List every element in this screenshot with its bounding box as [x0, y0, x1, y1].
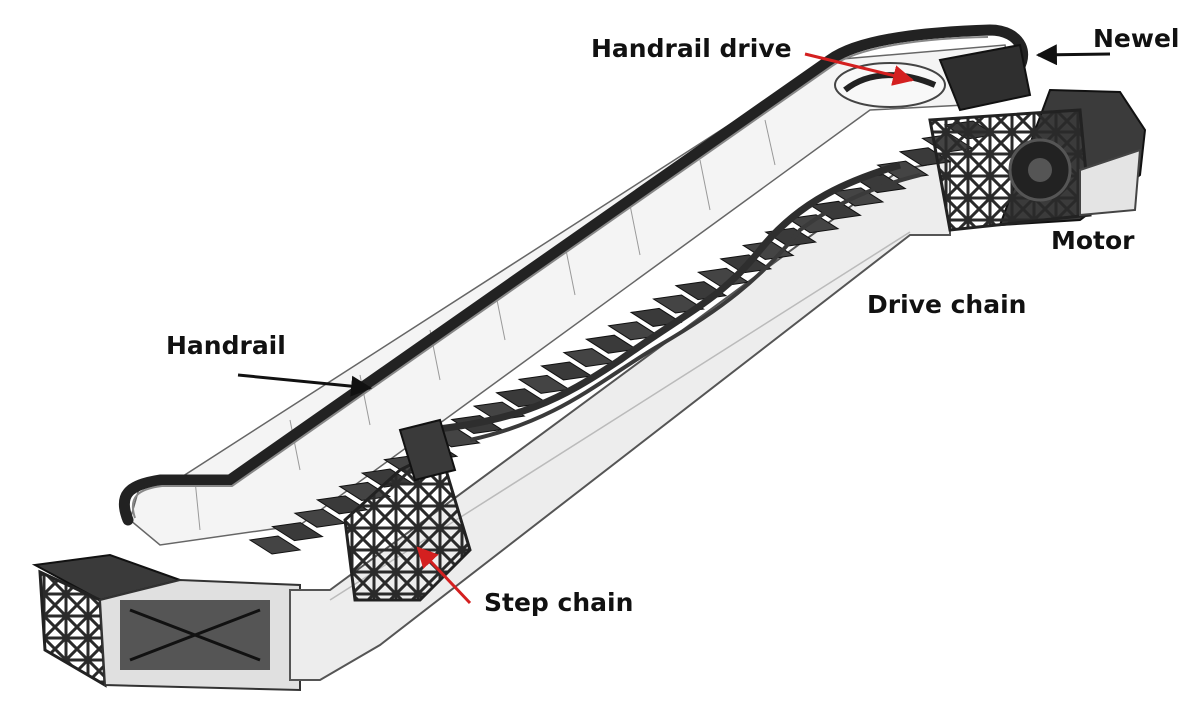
step-chain-label: Step chain: [484, 588, 634, 617]
step-chain-machinery: [343, 418, 472, 602]
newel-label: Newel: [1093, 24, 1180, 53]
handrail-band: [118, 24, 1028, 526]
arrow-step-chain: [416, 546, 472, 605]
step: [271, 522, 324, 542]
arrow-newel: [1035, 44, 1111, 66]
handrail-drive-unit: [834, 62, 946, 108]
handrail-drive-label: Handrail drive: [591, 34, 792, 63]
motor-label: Motor: [1051, 226, 1135, 255]
arrow-handrail: [237, 373, 373, 397]
step: [248, 535, 302, 555]
handrail-label: Handrail: [166, 331, 286, 360]
drive-chain-label: Drive chain: [867, 290, 1027, 319]
arrow-handrail-drive: [804, 52, 915, 86]
lower-landing: [31, 553, 301, 692]
drive-chain: [429, 161, 902, 434]
drive-chain-lower: [469, 173, 921, 442]
handrail-highlight: [131, 36, 989, 519]
upper-machinery: [928, 43, 1147, 232]
